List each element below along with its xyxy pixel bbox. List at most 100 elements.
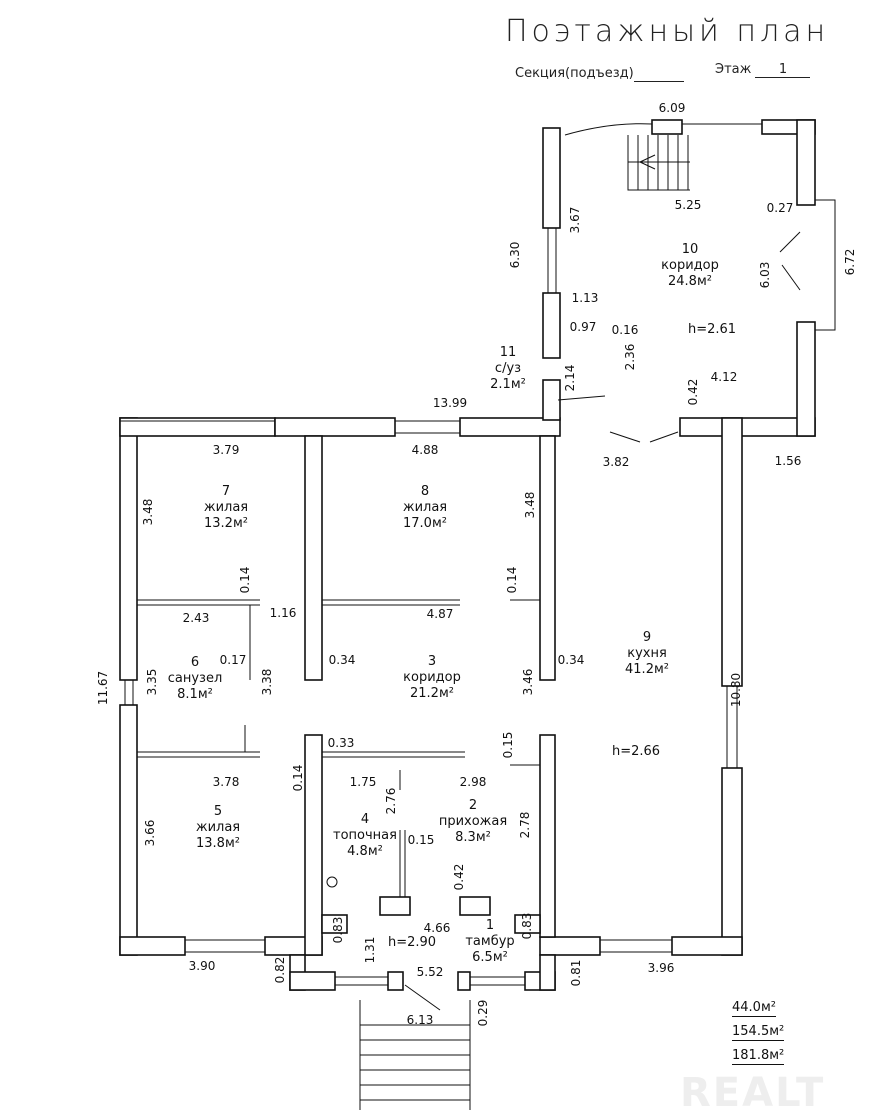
dimension-label: 10.80	[729, 672, 743, 708]
wall	[542, 292, 561, 359]
room-area: 8.1м²	[177, 687, 213, 702]
dimension-label: 5.25	[674, 198, 702, 212]
watermark: REALT	[680, 1070, 826, 1116]
dimension-label: 2.43	[182, 611, 210, 625]
room-area: 24.8м²	[668, 274, 712, 289]
room-number: 10	[681, 242, 699, 257]
room-name: топочная	[333, 828, 397, 843]
room-number: 11	[499, 345, 517, 360]
room-name: жилая	[203, 500, 249, 515]
dimension-label: 1.31	[363, 936, 377, 964]
room-name: тамбур	[465, 934, 515, 949]
wall	[119, 417, 138, 681]
boiler-symbol	[326, 876, 338, 888]
wall	[721, 417, 743, 687]
dimension-label: 4.87	[426, 607, 454, 621]
partitions	[137, 599, 540, 897]
wall	[459, 417, 561, 437]
dimension-label: 3.90	[188, 959, 216, 973]
wall	[387, 971, 404, 991]
room-name: с/уз	[494, 361, 522, 376]
room-number: 4	[360, 812, 370, 827]
dimension-label: 3.79	[212, 443, 240, 457]
room-name: кухня	[627, 646, 667, 661]
wall	[457, 971, 471, 991]
ceiling-height: h=2.90	[387, 935, 437, 950]
dimension-label: 2.78	[518, 811, 532, 839]
dimension-label: 6.72	[843, 248, 857, 276]
total-area-3: 181.8м²	[732, 1048, 785, 1065]
dimension-label: 0.81	[569, 959, 583, 987]
section-field: Секция(подъезд)	[515, 66, 684, 82]
dimension-label: 6.09	[658, 101, 686, 115]
dimension-label: 4.88	[411, 443, 439, 457]
dimension-label: 0.83	[331, 916, 345, 944]
windows	[120, 123, 762, 768]
wall	[542, 379, 561, 421]
total-area-2: 154.5м²	[732, 1024, 785, 1041]
dimension-label: 0.16	[611, 323, 639, 337]
wall	[539, 435, 556, 681]
dimension-label: 2.98	[459, 775, 487, 789]
dimension-label: 4.12	[710, 370, 738, 384]
dimension-label: 0.33	[327, 736, 355, 750]
room-area: 2.1м²	[490, 377, 526, 392]
room-name: коридор	[403, 670, 461, 685]
dimension-label: 0.15	[501, 731, 515, 759]
entrance-steps	[359, 1000, 471, 1110]
floor-value: 1	[755, 62, 811, 78]
wall	[274, 417, 396, 437]
ceiling-height: h=2.66	[611, 744, 661, 759]
room-area: 17.0м²	[403, 516, 447, 531]
dimension-label: 1.16	[269, 606, 297, 620]
dimension-label: 4.66	[423, 921, 451, 935]
wall	[119, 936, 186, 956]
dimension-label: 0.34	[328, 653, 356, 667]
dimension-label: 6.13	[406, 1013, 434, 1027]
room-name: санузел	[167, 671, 223, 686]
dimension-label: 2.76	[384, 787, 398, 815]
room-name: жилая	[402, 500, 448, 515]
room-area: 13.8м²	[196, 836, 240, 851]
dimension-label: 0.29	[476, 999, 490, 1027]
wall	[542, 127, 561, 229]
dimension-label: 0.42	[686, 378, 700, 406]
dimension-label: 6.30	[508, 241, 522, 269]
dimension-label: 0.14	[505, 566, 519, 594]
dimension-label: 3.82	[602, 455, 630, 469]
wall	[119, 704, 138, 956]
wall	[671, 936, 743, 956]
room-area: 21.2м²	[410, 686, 454, 701]
dimension-label: 1.13	[571, 291, 599, 305]
room-area: 13.2м²	[204, 516, 248, 531]
section-label: Секция(подъезд)	[515, 66, 634, 81]
floor-field: Этаж 1	[715, 62, 811, 78]
dimension-label: 0.15	[407, 833, 435, 847]
dimension-label: 5.52	[416, 965, 444, 979]
wall	[539, 734, 556, 938]
windows	[185, 939, 672, 986]
wall	[321, 914, 348, 934]
dimension-line	[815, 199, 836, 331]
dimension-label: 0.27	[766, 201, 794, 215]
doors	[404, 231, 801, 1011]
dimension-label: 0.42	[452, 863, 466, 891]
wall	[539, 954, 556, 991]
wall	[796, 119, 816, 206]
room-name: прихожая	[438, 814, 508, 829]
room-number: 1	[485, 918, 495, 933]
wall	[796, 321, 816, 437]
dimension-label: 3.46	[521, 668, 535, 696]
room-number: 9	[642, 630, 652, 645]
